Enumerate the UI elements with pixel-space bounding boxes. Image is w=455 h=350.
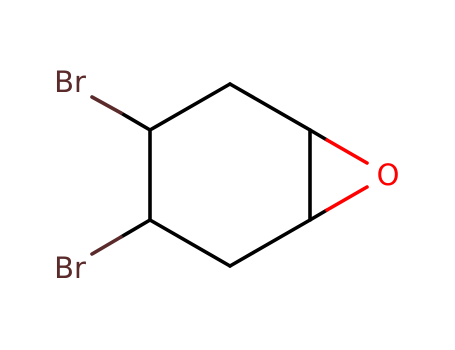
bond-c3-o-oxygen-half	[325, 138, 369, 165]
atom-label-br-top: Br	[54, 65, 86, 99]
bond-c6-br-carbon-half	[119, 218, 152, 239]
bond-c4-c5	[228, 218, 312, 268]
bond-c4-o-oxygen-half	[325, 185, 369, 212]
epoxide-bonds	[308, 128, 369, 222]
bromine-bonds	[90, 95, 152, 256]
bond-c3-o-carbon-half	[308, 128, 329, 142]
bond-c6-br-bromine-half	[90, 235, 123, 256]
atom-label-br-bottom: Br	[54, 251, 86, 285]
bond-c1-br-carbon-half	[119, 111, 152, 132]
bond-c4-o-carbon-half	[308, 208, 329, 222]
ring-bonds	[148, 82, 312, 268]
bond-c2-c3	[228, 82, 312, 132]
bond-c1-br-bromine-half	[90, 95, 123, 115]
bond-c5-c6	[148, 218, 232, 268]
atom-label-oxygen: O	[377, 158, 400, 192]
bond-c1-c2	[148, 82, 232, 132]
